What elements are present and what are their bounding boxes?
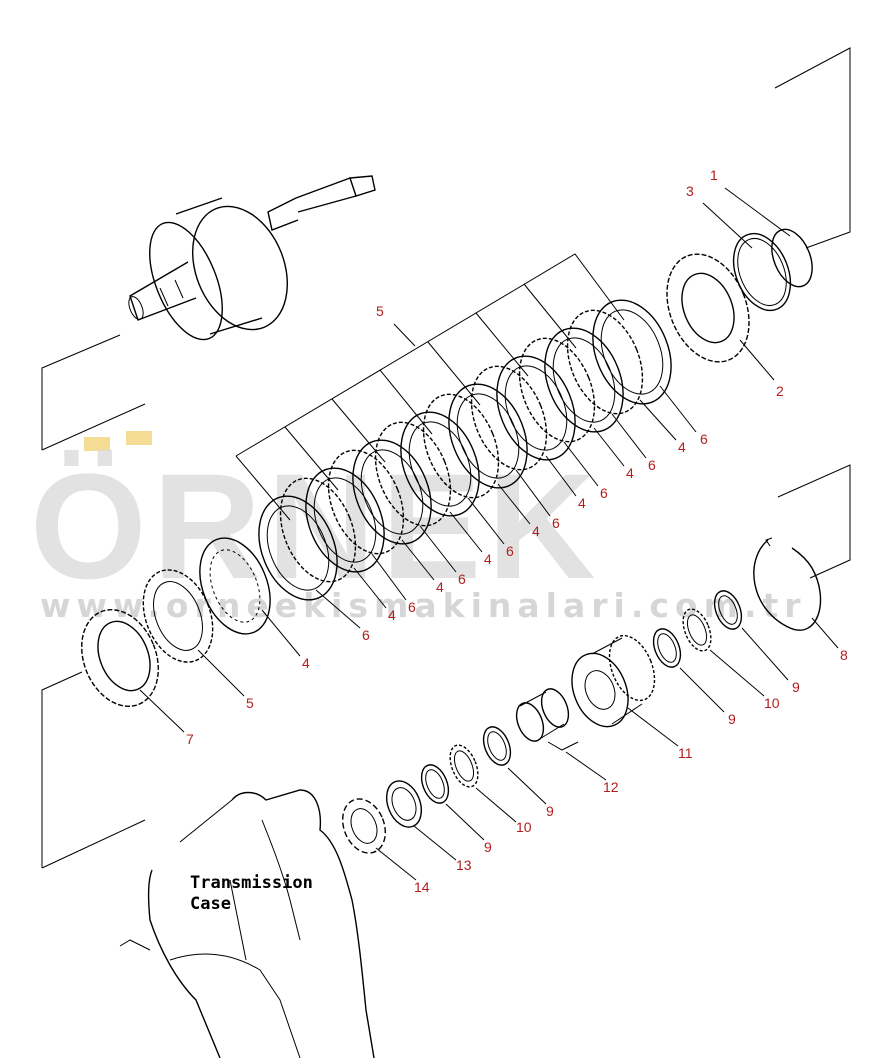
callout-6-d: 6	[552, 515, 560, 531]
callout-13: 13	[456, 857, 472, 873]
callout-9-b: 9	[728, 711, 736, 727]
shaft-drum	[128, 175, 376, 341]
callout-3: 3	[686, 183, 694, 199]
lower-components	[341, 590, 743, 854]
callout-5-bottom: 5	[246, 695, 254, 711]
bearing-14	[341, 798, 387, 854]
watermark-umlaut-dot	[84, 437, 110, 451]
clutch-plate	[518, 337, 596, 443]
callout-4-d: 4	[532, 523, 540, 539]
case-label-line1: Transmission	[190, 873, 313, 893]
washer-9-b	[652, 628, 682, 668]
callout-1: 1	[710, 167, 718, 183]
clutch-plate	[374, 421, 452, 527]
callout-8: 8	[840, 647, 848, 663]
callout-4-c: 4	[578, 495, 586, 511]
watermark-brand: ÖRNEK	[30, 442, 602, 610]
clutch-plates	[258, 228, 813, 601]
clutch-plate	[566, 309, 644, 415]
clutch-pack-brackets	[235, 253, 625, 521]
callout-6-a: 6	[700, 431, 708, 447]
watermark: ÖRNEK www.orneekismakinalari.com.tr	[30, 431, 807, 625]
callout-4-g: 4	[388, 607, 396, 623]
callout-6-c: 6	[600, 485, 608, 501]
callout-4-e: 4	[484, 551, 492, 567]
clutch-plate	[327, 449, 405, 555]
watermark-umlaut-dot	[126, 431, 152, 445]
seal-13	[385, 780, 423, 828]
washer-9-d	[420, 764, 450, 804]
gear-11	[571, 634, 656, 728]
callout-10-b: 10	[516, 819, 532, 835]
washer-9-a	[713, 590, 743, 630]
callouts: 1 2 3 5 6 4 6 4 6 4 6 4 6 4 6 4 6 4 6 4 …	[186, 167, 848, 895]
leader-lines	[139, 187, 839, 881]
callout-6-h: 6	[362, 627, 370, 643]
washer-9-c	[482, 726, 512, 766]
case-label-line2: Case	[190, 894, 231, 914]
callout-14: 14	[414, 879, 430, 895]
frame-lines	[41, 47, 851, 869]
thrust-bearing-10-a	[682, 608, 712, 652]
callout-9-c: 9	[546, 803, 554, 819]
callout-9-a: 9	[792, 679, 800, 695]
snap-ring-3	[732, 232, 792, 312]
callout-11: 11	[678, 745, 693, 761]
callout-6-e: 6	[506, 543, 514, 559]
lower-plates	[81, 537, 271, 707]
end-plate	[666, 253, 750, 363]
callout-6-f: 6	[458, 571, 466, 587]
snap-ring-8	[753, 537, 822, 631]
clutch-plate	[470, 365, 548, 471]
callout-6-g: 6	[408, 599, 416, 615]
callout-5-top: 5	[376, 303, 384, 319]
callout-10-a: 10	[764, 695, 780, 711]
callout-7: 7	[186, 731, 194, 747]
clutch-plate	[544, 327, 624, 433]
callout-12: 12	[603, 779, 619, 795]
clutch-plate	[592, 299, 672, 405]
callout-2: 2	[776, 383, 784, 399]
callout-4-b: 4	[626, 465, 634, 481]
callout-4-a: 4	[678, 439, 686, 455]
gear-plate-7	[81, 609, 159, 707]
watermark-url: www.orneekismakinalari.com.tr	[40, 586, 807, 625]
clutch-plate	[422, 393, 500, 499]
callout-4-h: 4	[302, 655, 310, 671]
callout-9-d: 9	[484, 839, 492, 855]
needle-bearing-12	[515, 688, 579, 751]
clutch-plate	[279, 477, 357, 583]
disc-plate-4	[199, 537, 271, 635]
callout-6-b: 6	[648, 457, 656, 473]
thrust-bearing-10-b	[449, 744, 479, 788]
callout-4-f: 4	[436, 579, 444, 595]
transmission-case	[119, 789, 375, 1058]
snap-ring-1	[771, 228, 813, 288]
